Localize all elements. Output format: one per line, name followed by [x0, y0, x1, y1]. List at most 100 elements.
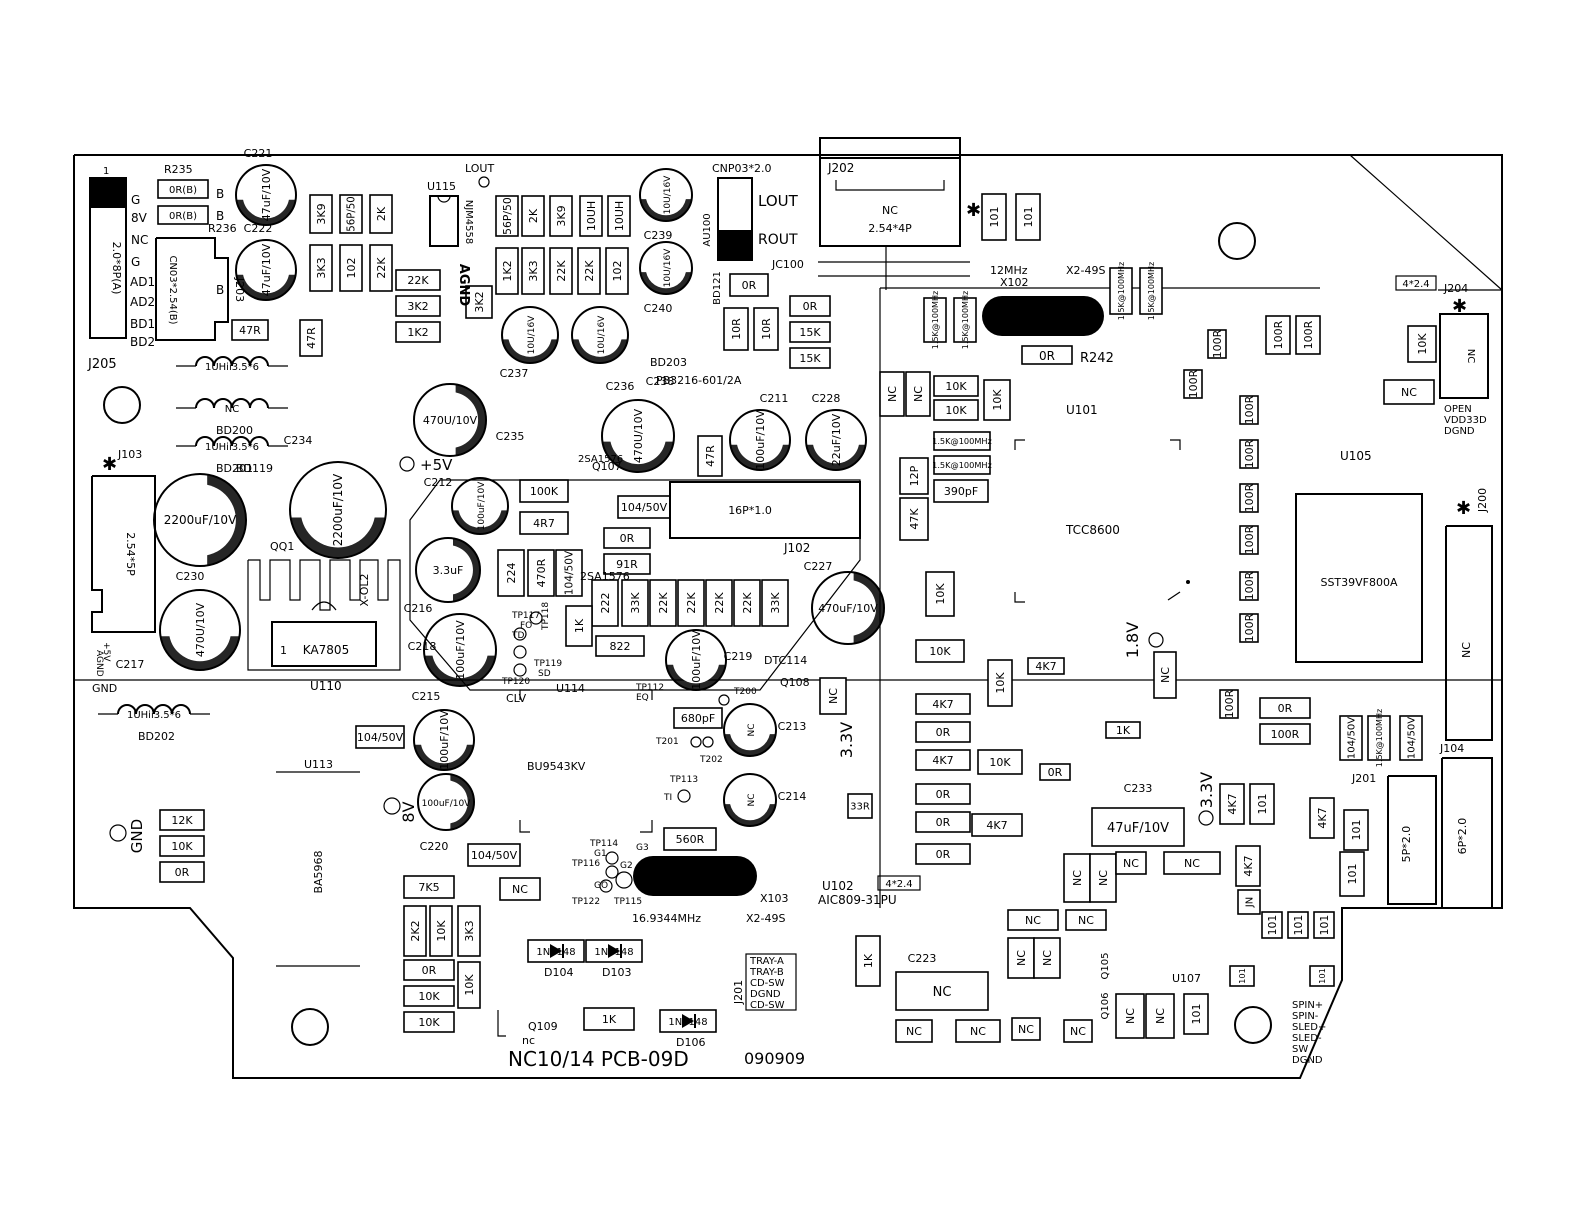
diode-value: 1N4148: [668, 1017, 707, 1028]
chip-component: NC: [1153, 651, 1177, 699]
component-value: 0R: [422, 964, 437, 977]
component-value: 1K2: [501, 260, 514, 281]
component-value: 100R: [1211, 329, 1224, 358]
component-value: 3K2: [473, 291, 486, 312]
capacitor-ref: C216: [404, 602, 433, 615]
inductor-beads: NCBD2001UHii3.5*6BD2011UHii3.5*61UHii3.5…: [98, 356, 288, 743]
chip-component: 10K: [1407, 325, 1437, 363]
u114-ref: U114: [556, 682, 585, 695]
chip-component: JN: [1237, 889, 1261, 915]
component-value: 22K: [407, 274, 429, 287]
u102-ref: U102: [822, 879, 854, 893]
chip-component: NC: [1089, 853, 1117, 903]
component-value: 47R: [239, 324, 261, 337]
tray-pin-labels: J201 TRAY-A TRAY-B CD-SW DGND CD-SW: [732, 953, 797, 1011]
chip-component: 680pF: [673, 707, 723, 729]
capacitor-ref: C238: [646, 375, 675, 388]
capacitor-value: 10U/16V: [527, 315, 537, 355]
capacitor-ref: C240: [644, 302, 673, 315]
connector-j102: 16P*1.0 J102: [409, 479, 861, 691]
crystal-body: [982, 296, 1104, 336]
crystal-body: [633, 856, 757, 896]
chip-component: 101: [1339, 851, 1365, 897]
diode-ref: D106: [676, 1036, 705, 1049]
ka7805-label: KA7805: [303, 643, 349, 657]
j103-pin: +5V: [101, 642, 111, 662]
u110-ref: U110: [310, 679, 342, 693]
chip-component: 101: [981, 193, 1007, 241]
ic-u105: U105 SST39VF800A: [1295, 449, 1423, 663]
component-value: 10K: [945, 404, 967, 417]
capacitor-value: 3.3uF: [433, 564, 464, 577]
chip-component: NC: [1063, 853, 1091, 903]
component-value: 1.5K@100MHz: [961, 291, 970, 349]
j201b-ref: J201: [732, 980, 745, 1005]
capacitor-value: 470U/10V: [194, 602, 207, 657]
j205-pitch: 2.0*8P(A): [110, 242, 123, 295]
chip-component: 2K2: [403, 905, 427, 957]
capacitor-value: 10U/16V: [663, 175, 673, 215]
capacitor-value: 10U/16V: [663, 248, 673, 288]
xol2-label: X-OL2: [358, 573, 371, 606]
mounting-holes: [103, 222, 1272, 1046]
chip-component: NC: [955, 1019, 1001, 1043]
component-value: 12K: [171, 814, 193, 827]
component-value: 10K: [463, 974, 476, 996]
tray-pin: TRAY-B: [749, 967, 784, 978]
capacitor-ref: C223: [908, 952, 937, 965]
u101-ref: U101: [1066, 403, 1098, 417]
component-value: 4K7: [932, 754, 953, 767]
component-value: 10R: [760, 318, 773, 340]
j202-nc: NC: [882, 204, 898, 217]
component-value: 104/50V: [471, 849, 518, 862]
jc100-ref: JC100: [771, 258, 804, 271]
j205-pin-label: NC: [131, 233, 148, 247]
chip-component: 102: [605, 247, 629, 295]
chip-component: 10UH: [607, 195, 631, 237]
chip-component: 47R: [231, 319, 269, 341]
j204-size: 4*2.4: [1402, 279, 1429, 290]
component-value: 4K7: [1316, 807, 1329, 828]
j205-pin-label: BD2: [130, 335, 155, 349]
component-value: 1.5K@100MHz: [931, 291, 940, 349]
chip-component: 22K: [549, 247, 573, 295]
component-value: 100R: [1223, 689, 1236, 718]
component-value: 101: [1346, 864, 1359, 885]
board-date: 090909: [744, 1049, 805, 1068]
component-value: 2K: [527, 208, 540, 223]
component-value: 102: [611, 261, 624, 282]
component-value: 390pF: [944, 485, 978, 498]
chip-component: 4K7: [1219, 783, 1245, 825]
j203-pin-label: B: [216, 283, 224, 297]
capacitor-ref: C215: [412, 690, 441, 703]
chip-component: 100R: [1239, 439, 1259, 469]
component-value: 104/50V: [357, 731, 404, 744]
j104-pin: SPIN+: [1292, 1000, 1323, 1011]
chip-component: 4K7: [1027, 657, 1065, 675]
pin-one-mark: 1: [103, 166, 109, 177]
component-value: 91R: [616, 558, 638, 571]
bd121-ref: BD121: [712, 271, 723, 305]
component-value: 1.5K@100MHz: [1117, 262, 1126, 320]
chip-component: 100K: [519, 479, 569, 503]
chip-component: 0R: [915, 721, 971, 743]
component-value: 0R: [620, 532, 635, 545]
q107-ref: Q107: [592, 460, 622, 473]
component-value: 100R: [1271, 728, 1300, 741]
j104-pin: SPIN-: [1292, 1011, 1319, 1022]
capacitor-ref: C222: [244, 222, 273, 235]
chip-component: NC: [895, 1019, 933, 1043]
component-value: 4K7: [1226, 793, 1239, 814]
chip-component: 104/50V: [555, 549, 583, 597]
diode-value: 1N4148: [594, 947, 633, 958]
ref-label: R242: [1080, 351, 1114, 366]
agnd-label: AGND: [456, 264, 471, 307]
component-value: 2K2: [409, 920, 422, 941]
capacitor-value: 470U/10V: [423, 414, 478, 427]
